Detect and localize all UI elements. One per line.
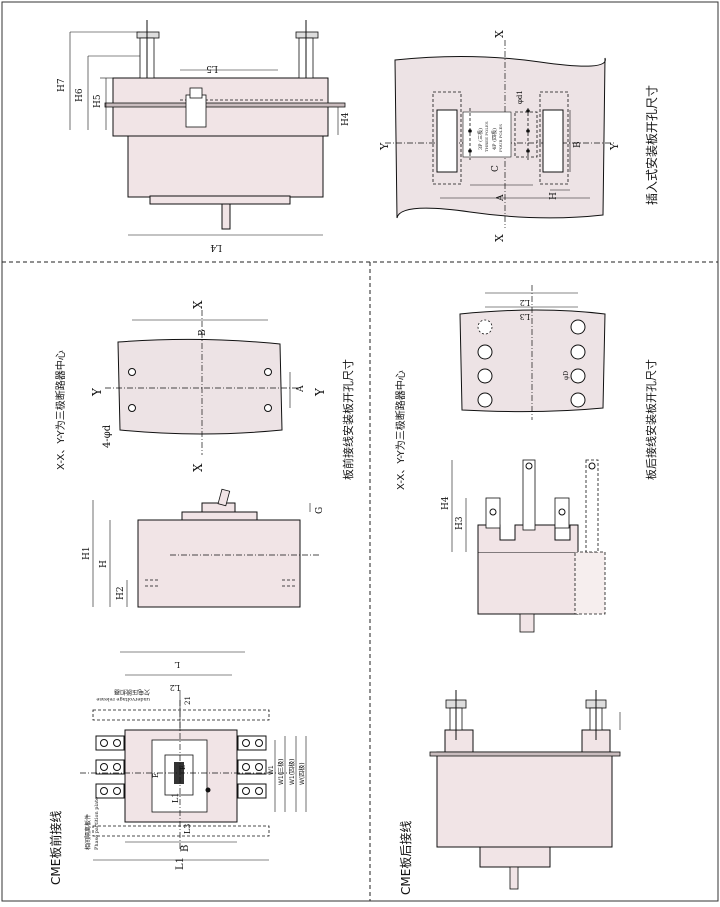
operating-handle [221,203,231,230]
title-back-wiring: CME板后接线 [398,821,413,895]
dim-l3: L3 [183,824,192,834]
back-cutout-plate [459,309,606,413]
dim-l4: L4 [210,242,222,252]
dim-phi-d1: φd1 [516,90,524,104]
front-side-body [137,519,301,608]
front-wiring-labels: L L2 欠电压脱扣器 undervoltage release 21 E E … [48,660,306,885]
dim-b-cutout: B [198,329,208,336]
dim-l2: L2 [170,683,180,692]
dim-e2: E [152,773,160,778]
label-4p-en: FOUR POLES [498,124,503,152]
axis-x-top: X [493,30,506,38]
note-xy-center-right: X-X、Y-Y为三极断路器中心 [394,370,407,490]
caption-front-panel: 板前接线安装板开孔尺寸 [341,359,355,480]
front-hole [128,368,136,376]
dim-g: G [315,507,325,514]
dim-e1: E [179,765,187,770]
front-wiring-side-labels: H1 H H2 G [82,507,325,600]
axis-x-front-bottom: X [191,463,205,472]
dim-phi-big-d: φD [563,371,570,380]
dim-4phi-d: 4-φd [102,424,113,448]
axis-y-front-left: Y [90,387,104,397]
callout-undervoltage-en: undervoltage release [96,696,150,702]
axis-x-front-top: X [191,300,205,309]
top-side-view [69,20,346,236]
callout-phase-barrier-en: Phase partition plate [94,797,100,850]
dim-l1: L1 [175,857,186,870]
plugin-panel-cutout [385,40,615,228]
back-bottom-body [436,751,613,848]
dim-w1-3p: W1(三极) [277,759,285,785]
dim-h6: H6 [75,88,85,102]
label-4p: 4P (四极) [491,128,498,150]
dim-c: C [491,165,501,172]
dim-a: A [496,194,506,202]
dim-h3: H3 [455,516,465,530]
dim-w-4p: W(四极) [298,762,306,785]
axis-y-right: Y [608,142,621,151]
mounting-plate [104,102,346,108]
dim-h5: H5 [93,94,103,108]
breaker-lower-body [127,134,324,198]
plugin-panel-labels: X X Y Y 3P (三极) THREE POLES 4P (四极) FOUR… [378,30,659,242]
callout-undervoltage-cn: 欠电压脱扣器 [114,688,150,696]
back-wiring-bottom-view [429,690,621,890]
note-xy-center-left: X-X、Y-Y为三极断路器中心 [54,350,67,470]
plugin-window-left [436,109,458,173]
dim-l3-back: L3 [520,312,530,321]
dim-w1: W1 [268,765,275,775]
label-3p: 3P (三极) [477,128,484,150]
dim-l2-back: L2 [520,298,530,307]
label-3p-en: THREE POLES [484,121,489,152]
axis-y-left: Y [378,142,391,151]
back-wiring-side-labels: H3 H4 [441,496,465,530]
dim-21: 21 [184,696,192,705]
front-hole [264,404,272,412]
front-hole [264,368,272,376]
plugin-window-right [542,109,564,173]
dim-w1-4p: W1(四极) [288,759,296,785]
front-hole [128,404,136,412]
dim-b-front: B [180,845,191,852]
dim-h4-back: H4 [441,496,451,510]
caption-back-panel: 板后接线安装板开孔尺寸 [644,359,658,480]
front-panel-cutout [105,310,300,455]
dim-h-front: H [99,560,109,568]
dim-l5: L5 [206,63,218,73]
back-wiring-bottom-labels: CME板后接线 [398,821,413,895]
back-panel-cutout [459,285,606,420]
dim-l: L [174,660,180,669]
dim-h2: H2 [116,586,126,600]
back-wiring-side-view [451,459,606,633]
dim-h: H [549,192,559,200]
dim-h7: H7 [57,78,67,92]
top-side-view-labels: H7 H6 H5 L5 L4 H4 [57,63,351,252]
front-panel-cutout-labels: X X Y Y B A 4-φd X-X、Y-Y为三极断路器中心 板前接线安装板… [54,300,355,480]
back-side-body [477,551,579,615]
dim-b: B [573,141,583,148]
axis-y-front-right: Y [313,387,327,397]
dim-h1: H1 [82,546,92,560]
title-front-wiring: CME板前接线 [48,811,63,885]
axis-x-bottom: X [493,234,506,242]
back-panel-cutout-labels: L2 L3 φD X-X、Y-Y为三极断路器中心 板后接线安装板开孔尺寸 [394,298,658,490]
caption-plugin: 插入式安装板开孔尺寸 [644,85,659,205]
dim-h4: H4 [341,112,351,126]
front-cutout-plate [117,338,283,435]
front-wiring-front-view [80,651,307,861]
callout-phase-barrier-cn: 相间隔离板件 [84,814,92,850]
front-wiring-side-view [92,488,320,608]
dim-a-cutout: A [296,385,306,393]
dim-l1-inner: L1 [171,793,180,803]
